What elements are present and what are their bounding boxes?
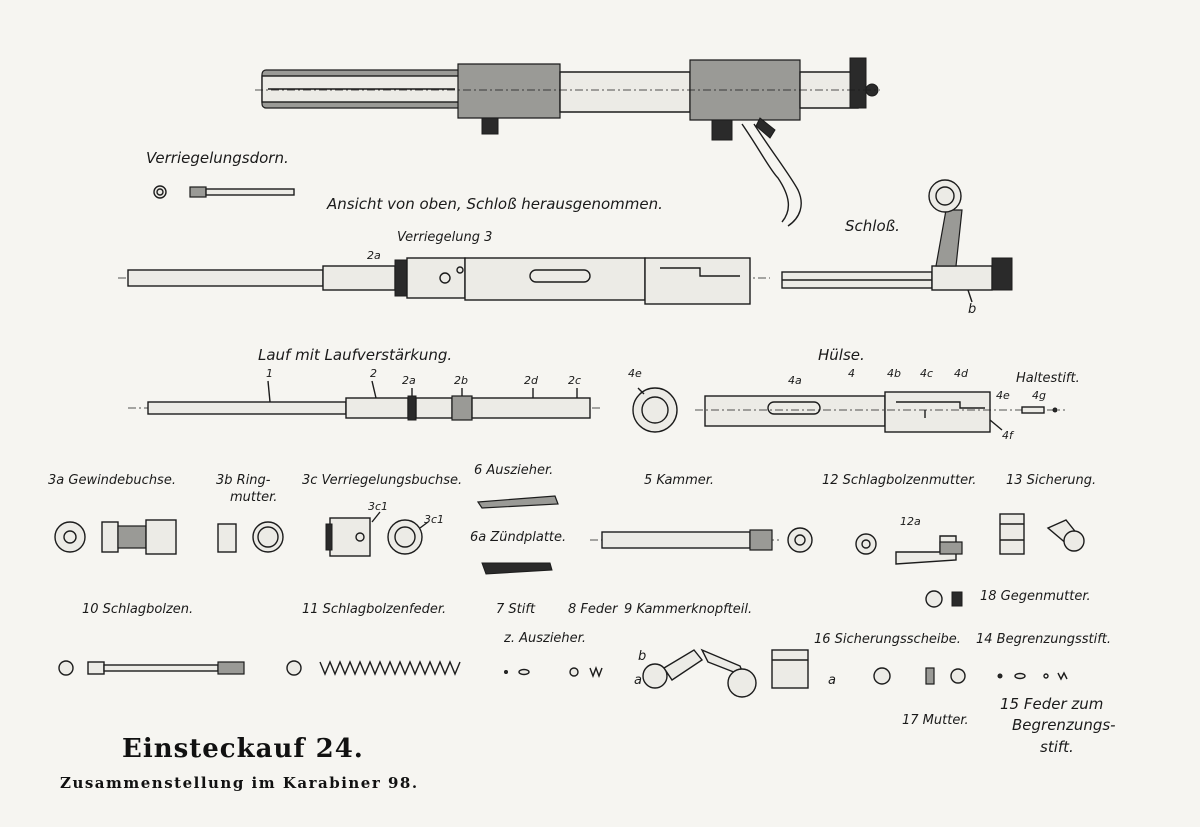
safety-washer-part bbox=[873, 667, 1068, 685]
label-2: 2 bbox=[370, 367, 377, 380]
label-3c1-b: 3c1 bbox=[424, 513, 445, 526]
label-feder: 8 Feder bbox=[568, 602, 618, 617]
label-4e-right: 4e bbox=[996, 389, 1010, 402]
label-ringmutter-2: mutter. bbox=[230, 490, 278, 505]
receiver-part bbox=[632, 387, 1065, 433]
label-feder15-1: 15 Feder zum bbox=[1000, 695, 1104, 713]
label-4a: 4a bbox=[788, 374, 802, 387]
label-4b: 4b bbox=[887, 367, 901, 380]
label-kammerknopfteil: 9 Kammerknopfteil. bbox=[624, 602, 753, 617]
label-mutter17: 17 Mutter. bbox=[902, 713, 969, 728]
label-1: 1 bbox=[266, 367, 273, 380]
label-schlagbolzenmutter: 12 Schlagbolzenmutter. bbox=[822, 473, 977, 488]
label-schlagbolzen: 10 Schlagbolzen. bbox=[82, 602, 194, 617]
label-b-knopf: b bbox=[638, 649, 647, 664]
label-4g: 4g bbox=[1032, 389, 1046, 402]
label-4e-left: 4e bbox=[628, 367, 642, 380]
label-4d: 4d bbox=[954, 367, 968, 380]
label-haltestift: Haltestift. bbox=[1016, 371, 1080, 386]
label-verriegelungsbuchse: 3c Verriegelungsbuchse. bbox=[302, 473, 463, 488]
bolt-handle-part bbox=[642, 648, 809, 698]
label-2c: 2c bbox=[568, 374, 582, 387]
label-schloss: Schloß. bbox=[845, 217, 900, 235]
firing-pin-spring-part bbox=[286, 660, 461, 676]
label-schlagbolzenfeder: 11 Schlagbolzenfeder. bbox=[302, 602, 447, 617]
label-sicherung: 13 Sicherung. bbox=[1006, 473, 1097, 488]
bolt-assembly bbox=[781, 179, 1013, 303]
label-4f: 4f bbox=[1002, 429, 1013, 442]
label-auszieher: 6 Auszieher. bbox=[474, 463, 554, 478]
label-b-schloss: b bbox=[968, 302, 977, 317]
ring-nut-part bbox=[217, 521, 284, 553]
extractor-part bbox=[476, 495, 559, 575]
label-ansicht: Ansicht von oben, Schloß herausgenommen. bbox=[327, 195, 663, 213]
label-sicherungsscheibe: 16 Sicherungsscheibe. bbox=[814, 632, 961, 647]
label-huelse: Hülse. bbox=[818, 346, 865, 364]
label-ringmutter-1: 3b Ring- bbox=[216, 473, 271, 488]
top-view-barrel-receiver bbox=[118, 257, 770, 305]
label-feder15-3: stift. bbox=[1040, 738, 1074, 756]
label-feder15-2: Begrenzungs- bbox=[1012, 716, 1116, 734]
figure-title: Einsteckauf 24. bbox=[122, 734, 364, 764]
safety-part bbox=[999, 513, 1085, 555]
label-zuendplatte: 6a Zündplatte. bbox=[470, 530, 567, 545]
label-4: 4 bbox=[848, 367, 855, 380]
assembled-sectional-view bbox=[255, 57, 880, 227]
label-a-knopf: a bbox=[634, 673, 642, 688]
label-z-auszieher: z. Auszieher. bbox=[504, 631, 586, 646]
label-4c: 4c bbox=[920, 367, 934, 380]
label-a-knopf-2: a bbox=[828, 673, 836, 688]
barrel-with-reinforcement bbox=[128, 380, 600, 421]
label-verriegelungsdorn: Verriegelungsdorn. bbox=[146, 149, 289, 167]
firing-pin-part bbox=[58, 660, 245, 676]
pin-and-spring-part bbox=[504, 666, 603, 678]
threaded-bushing-part bbox=[54, 519, 177, 555]
firing-pin-nut-part bbox=[855, 533, 963, 565]
bolt-body-part bbox=[590, 527, 813, 553]
figure-subtitle: Zusammenstellung im Karabiner 98. bbox=[60, 774, 419, 792]
lock-nut-part bbox=[925, 590, 963, 608]
label-gegenmutter: 18 Gegenmutter. bbox=[980, 589, 1091, 604]
label-stift: 7 Stift bbox=[496, 602, 536, 617]
label-12a: 12a bbox=[900, 515, 921, 528]
label-gewindebuchse: 3a Gewindebuchse. bbox=[48, 473, 176, 488]
label-lauf: Lauf mit Laufverstärkung. bbox=[258, 346, 453, 364]
label-verriegelung: Verriegelung 3 bbox=[397, 230, 493, 245]
locking-bushing-part bbox=[325, 511, 429, 557]
label-2a-top: 2a bbox=[367, 249, 381, 262]
label-3c1-a: 3c1 bbox=[368, 500, 389, 513]
label-begrenzungsstift: 14 Begrenzungsstift. bbox=[976, 632, 1112, 647]
label-kammer: 5 Kammer. bbox=[644, 473, 715, 488]
locking-pin-part bbox=[153, 185, 295, 199]
label-2a: 2a bbox=[402, 374, 416, 387]
label-2d: 2d bbox=[524, 374, 538, 387]
label-2b: 2b bbox=[454, 374, 468, 387]
